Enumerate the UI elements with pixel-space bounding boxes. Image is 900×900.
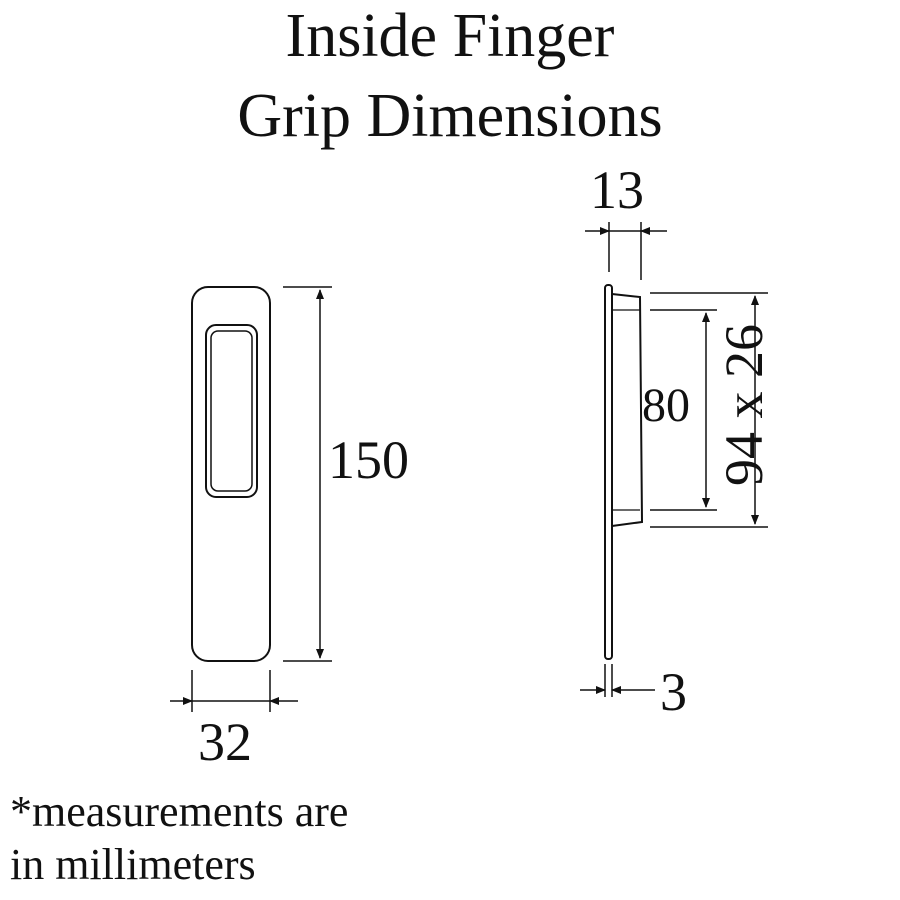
units-note-line-1: *measurements are (10, 787, 349, 836)
dimension-3-label: 3 (660, 662, 687, 722)
dimension-80-lines (650, 309, 717, 511)
title-line-2: Grip Dimensions (237, 82, 663, 150)
dimension-150-lines (283, 286, 332, 662)
dimension-13-label: 13 (590, 160, 644, 220)
dimension-94x26-label: 94 x 26 (714, 324, 774, 486)
dimension-32-lines (170, 670, 298, 712)
side-plate (604, 284, 613, 660)
grip-recess-inner (210, 330, 253, 492)
side-recess-profile (611, 293, 644, 527)
dimension-13-lines (585, 222, 667, 280)
dimension-80-label: 80 (642, 379, 690, 432)
front-plate-outline (191, 286, 271, 662)
dimension-3-lines (580, 664, 655, 697)
title-line-1: Inside Finger (285, 2, 615, 70)
dimension-94x26-lines (650, 292, 768, 528)
side-view (604, 284, 644, 660)
front-view (191, 286, 271, 662)
dimension-150-label: 150 (328, 430, 409, 490)
grip-recess-outer (205, 324, 258, 498)
dimension-32-label: 32 (198, 712, 252, 772)
units-note-line-2: in millimeters (10, 840, 256, 889)
